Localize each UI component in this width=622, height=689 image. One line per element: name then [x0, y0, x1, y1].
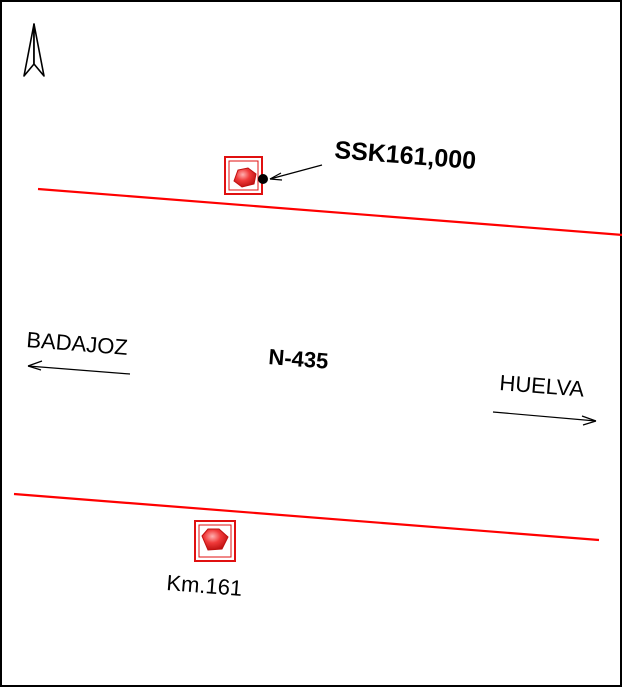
callout-arrow: [269, 164, 323, 181]
milestone-marker-bottom: [194, 520, 236, 562]
marker-bottom-label: Km.161: [166, 570, 244, 601]
milestone-marker-top: [224, 156, 268, 195]
marker-top-label: SSK161,000: [334, 136, 478, 175]
destination-left-label: BADAJOZ: [26, 327, 129, 360]
marker-point: [258, 174, 268, 184]
destination-right-label: HUELVA: [499, 370, 586, 402]
road-edge-top: [37, 187, 622, 237]
road-edge-bottom: [13, 492, 600, 542]
north-arrow-icon: [23, 23, 45, 77]
road-name-label: N-435: [268, 344, 330, 374]
right-direction-arrow: [492, 411, 597, 426]
milestone-marker-icon: [201, 528, 229, 551]
milestone-marker-icon: [233, 167, 257, 188]
left-direction-arrow: [27, 360, 131, 375]
